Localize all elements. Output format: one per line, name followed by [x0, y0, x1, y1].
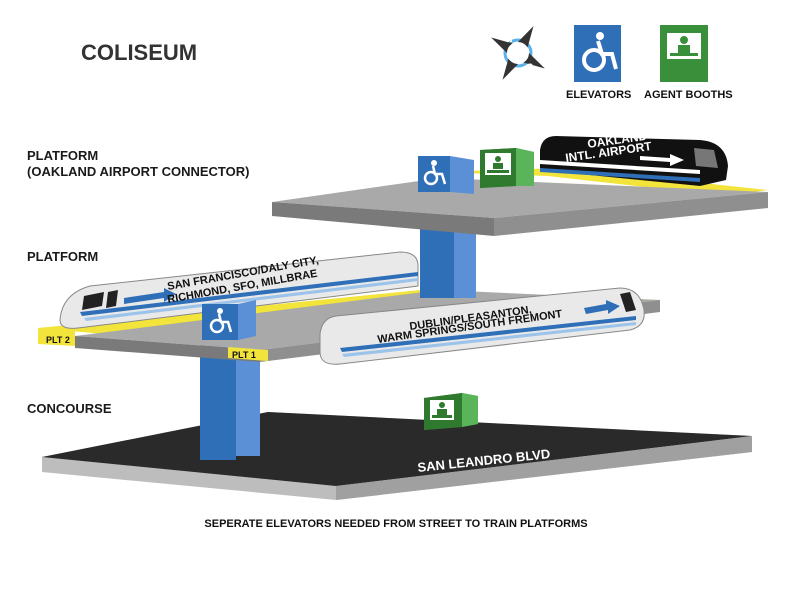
- compass-icon: N E S W: [491, 26, 545, 80]
- concourse-agent-booth-icon: [424, 393, 478, 430]
- station-title: COLISEUM: [81, 40, 198, 65]
- compass-s: S: [527, 62, 533, 72]
- oac-platform-level: [272, 168, 768, 236]
- legend-elevator-icon: [574, 25, 621, 82]
- legend-agent-booth-icon: [660, 25, 708, 82]
- platform-label: PLATFORM: [27, 249, 99, 264]
- concourse-level: SAN LEANDRO BLVD: [42, 412, 752, 500]
- legend-elevators-label: ELEVATORS: [566, 89, 632, 101]
- compass-n: N: [506, 34, 513, 44]
- oac-agent-booth-icon: [480, 148, 534, 188]
- legend-agent-booths-label: AGENT BOOTHS: [644, 89, 733, 101]
- oac-train: [540, 136, 728, 186]
- oac-platform-label-line2: (OAKLAND AIRPORT CONNECTOR): [27, 164, 250, 179]
- platform-elevator-icon: [202, 300, 256, 340]
- plt1-tag: PLT 1: [232, 350, 256, 360]
- concourse-label: CONCOURSE: [27, 401, 112, 416]
- oac-elevator-icon: [418, 156, 474, 194]
- footnote: SEPERATE ELEVATORS NEEDED FROM STREET TO…: [204, 518, 588, 530]
- compass-e: E: [536, 40, 542, 50]
- elevator-shaft-upper: [420, 226, 476, 298]
- plt2-tag: PLT 2: [46, 335, 70, 345]
- compass-w: W: [496, 57, 505, 67]
- eastbound-train: [319, 287, 645, 365]
- oac-platform-label: PLATFORM (OAKLAND AIRPORT CONNECTOR): [27, 148, 249, 180]
- oac-platform-label-line1: PLATFORM: [27, 148, 99, 163]
- westbound-train: [59, 251, 419, 329]
